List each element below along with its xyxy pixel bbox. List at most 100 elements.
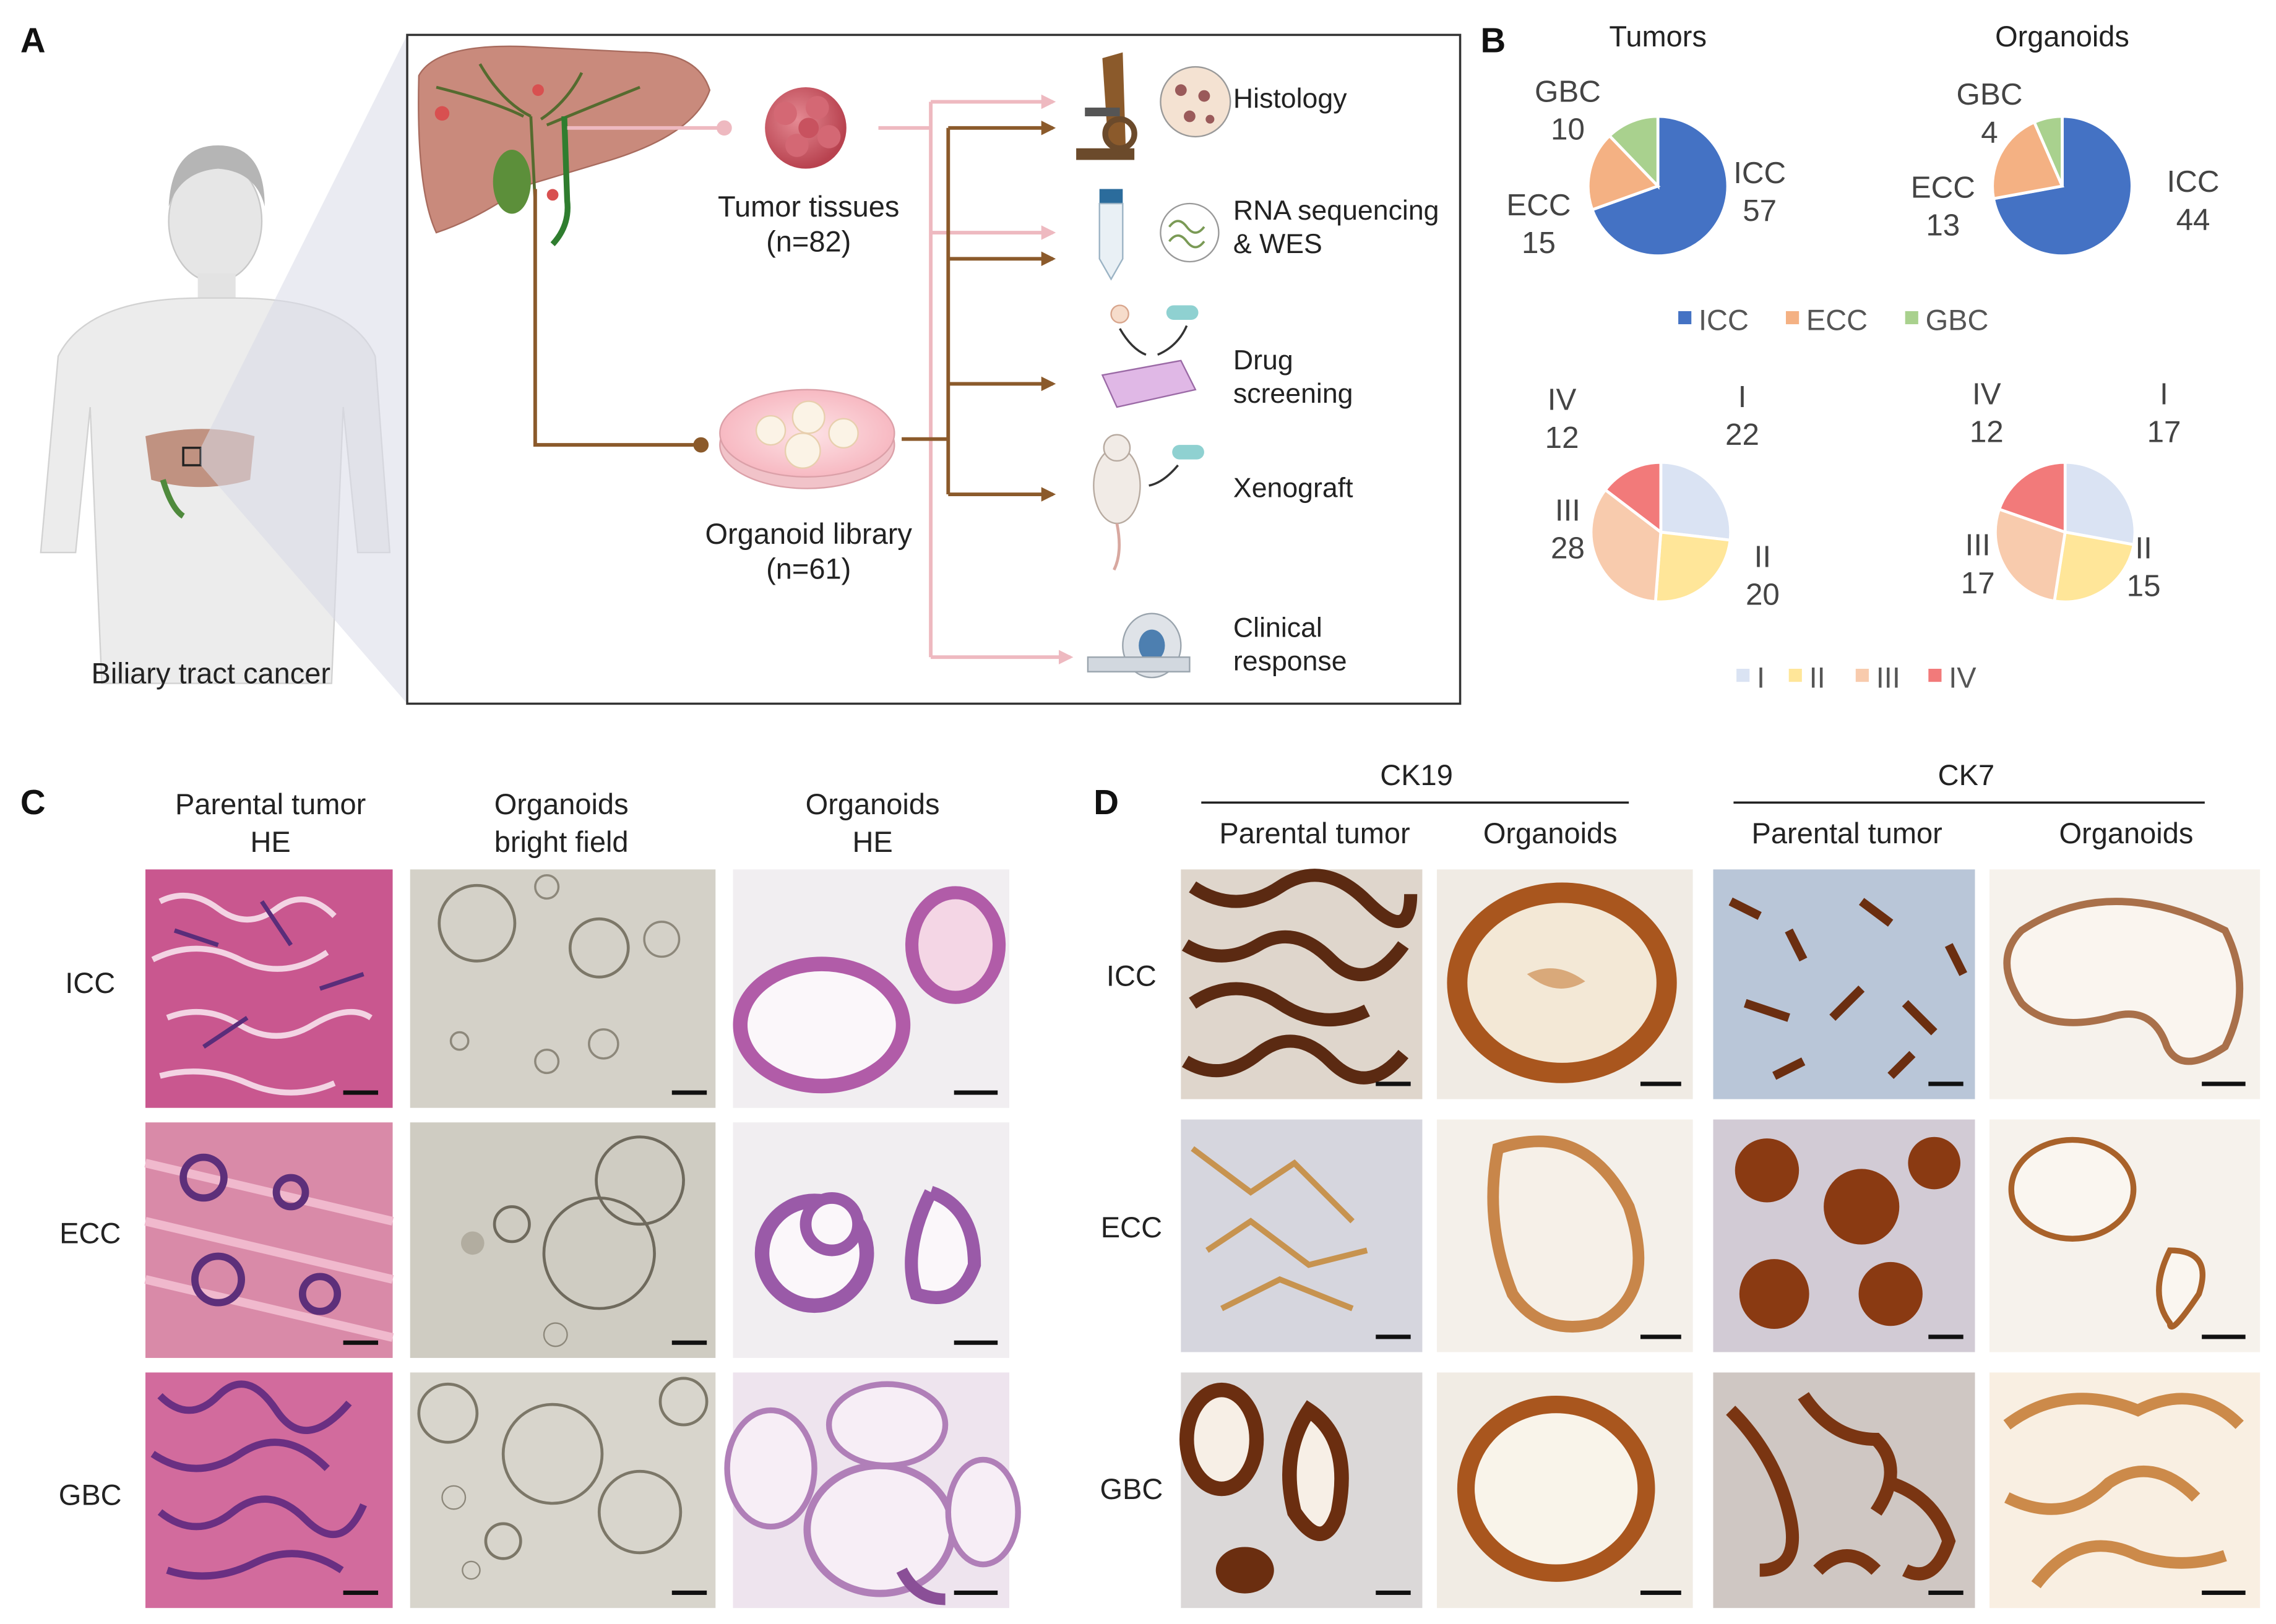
col-header-organoids: Organoids	[494, 788, 629, 820]
pie-label: III	[1555, 493, 1580, 527]
sub-header-organoids: Organoids	[2059, 817, 2194, 849]
panel-letter-d: D	[1093, 783, 1119, 822]
row-label-icc: ICC	[65, 966, 115, 999]
pie-label: ICC	[2167, 165, 2220, 199]
pie-chart-organoids-type	[1991, 114, 2134, 257]
legend-tumor-type: ICC ECC GBC	[1678, 303, 1988, 336]
output-labels: Histology RNA sequencing & WES Drug scre…	[1233, 84, 1439, 676]
pie-value: 20	[1746, 578, 1780, 612]
panel-a: A Biliary tract cancer	[20, 21, 1462, 705]
pie-label: II	[2135, 531, 2152, 565]
image-gbc-ck19-parental	[1179, 1372, 1423, 1609]
pie-value: 28	[1551, 531, 1585, 565]
output-label-xenograft: Xenograft	[1233, 473, 1353, 504]
panel-letter-c: C	[20, 783, 46, 822]
legend-swatch-i	[1736, 669, 1750, 682]
organoid-library-label: Organoid library	[705, 517, 912, 550]
organoid-library-count: (n=61)	[766, 552, 851, 585]
pie-labels-tumors-stage: IV 12 I 22 III 28 II 20	[1545, 380, 1780, 612]
pie-label: I	[1738, 380, 1747, 414]
legend-swatch-ecc	[1785, 311, 1800, 325]
image-ecc-organoid-he	[733, 1122, 1010, 1358]
pie-slice-gbc	[2032, 114, 2064, 187]
pie-label: ICC	[1733, 156, 1786, 190]
pie-slice-i	[2063, 460, 2137, 547]
col-header-bright-field: bright field	[494, 825, 629, 858]
tumor-tissue-icon	[765, 87, 847, 169]
col-header-he: HE	[250, 825, 290, 858]
group-header-ck19: CK19	[1380, 758, 1453, 791]
panel-b: B Tumors Organoids GBC 10 ECC 15 ICC 57 …	[1480, 20, 2219, 694]
sub-header-parental-tumor: Parental tumor	[1219, 817, 1410, 849]
pie-value: 57	[1743, 194, 1777, 228]
legend-label-ii: II	[1809, 661, 1826, 694]
image-ecc-ck7-parental	[1713, 1119, 1975, 1352]
legend-label-ecc: ECC	[1806, 303, 1868, 336]
pie-title-organoids: Organoids	[1995, 20, 2129, 53]
pie-slice-ii	[1653, 530, 1732, 604]
image-icc-ck7-organoid	[1989, 869, 2261, 1099]
pie-slice-ecc	[1587, 134, 1661, 212]
output-label-histology: Histology	[1233, 84, 1347, 114]
tumor-route-arrows	[567, 94, 1074, 664]
pie-label: IV	[1972, 377, 2001, 411]
pie-labels-organoids-stage: IV 12 I 17 III 17 II 15	[1961, 377, 2181, 603]
pie-slice-ii	[2053, 530, 2136, 604]
image-icc-ck19-organoid	[1436, 869, 1693, 1099]
legend-swatch-icc	[1678, 311, 1692, 325]
panel-letter-b: B	[1480, 21, 1506, 60]
pie-value: 22	[1725, 418, 1759, 452]
panel-c: C Parental tumor HE Organoids bright fie…	[20, 783, 1021, 1609]
pie-slice-icc	[1590, 114, 1730, 257]
microscope-icon	[1076, 52, 1231, 160]
ct-scanner-icon	[1087, 612, 1191, 679]
image-ecc-parental-he	[144, 1122, 394, 1358]
pie-label: III	[1965, 528, 1991, 562]
output-label-response: response	[1233, 646, 1347, 676]
pie-value: 15	[2127, 569, 2161, 603]
pie-value: 44	[2176, 202, 2210, 236]
image-gbc-ck7-organoid	[1989, 1372, 2261, 1609]
pie-value: 12	[1545, 421, 1579, 455]
panel-a-caption: Biliary tract cancer	[91, 657, 330, 690]
pie-slice-gbc	[1607, 114, 1660, 190]
pie-chart-tumors-stage	[1589, 460, 1732, 604]
legend-swatch-iii	[1855, 669, 1869, 682]
row-label-icc: ICC	[1106, 959, 1157, 992]
image-ecc-ck19-parental	[1181, 1119, 1423, 1352]
pie-slice-iii	[1994, 507, 2067, 603]
image-icc-ck19-parental	[1181, 869, 1423, 1099]
legend-label-iv: IV	[1949, 661, 1976, 694]
image-icc-ck7-parental	[1713, 869, 1975, 1099]
image-gbc-organoid-he	[724, 1372, 1021, 1609]
legend-label-gbc: GBC	[1926, 303, 1989, 336]
row-label-gbc: GBC	[1100, 1472, 1163, 1505]
col-header-organoids: Organoids	[806, 788, 940, 820]
pie-slice-iv	[1603, 460, 1663, 535]
pie-slice-iii	[1589, 488, 1663, 604]
image-gbc-ck19-organoid	[1436, 1372, 1693, 1609]
liver-icon	[418, 45, 711, 246]
row-label-gbc: GBC	[59, 1478, 122, 1511]
pie-label: II	[1754, 540, 1771, 574]
group-header-ck7: CK7	[1938, 758, 1994, 791]
legend-swatch-gbc	[1905, 311, 1918, 325]
legend-swatch-iv	[1928, 669, 1942, 682]
output-label-wes: & WES	[1233, 229, 1322, 259]
pie-value: 13	[1926, 208, 1960, 243]
col-header-he: HE	[852, 825, 892, 858]
pie-value: 4	[1981, 115, 1998, 149]
image-icc-organoid-he	[733, 869, 1010, 1108]
tumor-tissues-count: (n=82)	[766, 225, 851, 258]
pie-value: 17	[1961, 566, 1995, 600]
zoom-wedge	[200, 35, 408, 704]
pie-label: ECC	[1506, 188, 1571, 222]
image-gbc-organoid-brightfield	[410, 1372, 716, 1609]
pie-label: I	[2160, 377, 2168, 411]
pie-chart-organoids-stage	[1994, 460, 2137, 604]
output-label-drug: Drug	[1233, 345, 1293, 376]
legend-label-icc: ICC	[1699, 303, 1749, 336]
pie-slice-ecc	[1991, 120, 2064, 200]
sub-header-organoids: Organoids	[1483, 817, 1618, 849]
